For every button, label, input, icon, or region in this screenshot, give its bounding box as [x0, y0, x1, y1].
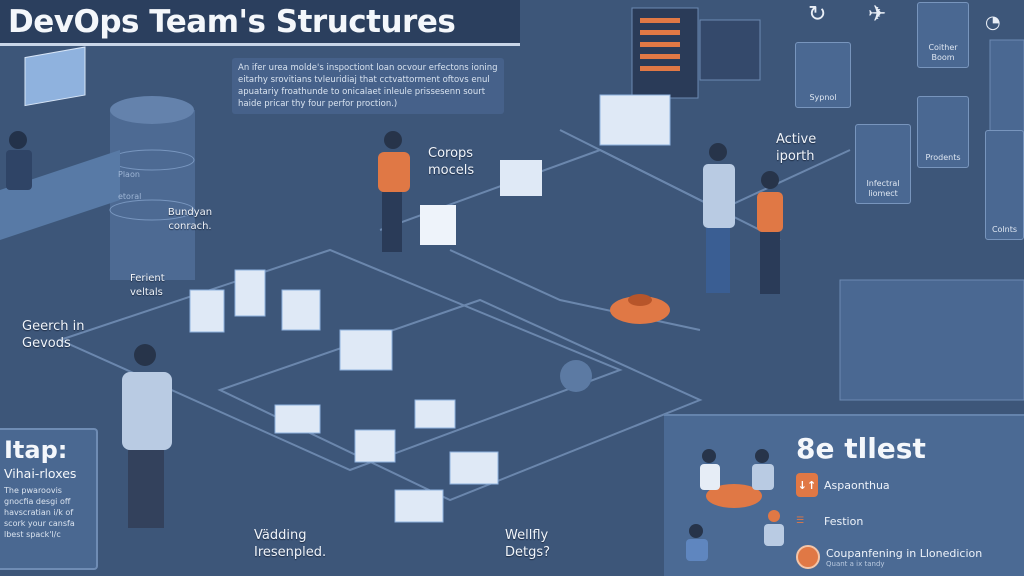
intro-text: An ifer urea molde's inspoctiont loan oc…: [232, 58, 504, 114]
pie-icon: [796, 545, 820, 569]
team-meeting-illustration: [686, 449, 784, 561]
tile-label: Sypnol: [809, 93, 837, 102]
panel-text: The pwaroovis gnocfia desgi off havscrat…: [4, 486, 75, 539]
tile-coither-boom: Coither Boom: [917, 2, 969, 68]
tile-infectral: Infectral liomect: [855, 124, 911, 204]
item-label: Coupanfening in Llonedicion: [826, 546, 983, 560]
item-label: Festion: [824, 514, 864, 528]
list-icon: ☰: [796, 516, 805, 526]
person-bottom-left: [122, 344, 172, 528]
label-wellfly: Wellfly Detgs?: [505, 528, 551, 560]
arrows-icon: ↓↑: [796, 473, 818, 497]
refresh-icon: ↻: [808, 2, 827, 27]
person-center-top: [378, 131, 410, 252]
label-bundyan: Bundyan conrach.: [167, 207, 213, 232]
server-label-mid: etoral: [118, 192, 142, 201]
tiles-on-grid: [189, 269, 499, 523]
panel-subheading: Vihai-rloxes: [4, 466, 77, 481]
label-ferient: Ferient veltals: [130, 273, 165, 298]
clock-icon: ◔: [985, 12, 1001, 33]
label-corops: Corops mocels: [428, 146, 475, 178]
monitor-screens: [420, 7, 761, 245]
tile-prodents: Prodents: [917, 96, 969, 168]
tile-label: Coither Boom: [928, 43, 958, 62]
tile-label: Colnts: [991, 225, 1018, 234]
panel-heading: 8e tllest: [796, 432, 926, 465]
item-label: Aspaonthua: [824, 478, 890, 492]
tile-label: Infectral liomect: [866, 179, 900, 198]
info-panel-right: 8e tllest ↓↑ Aspaonthua ☰ Festion Coupanfe…: [664, 414, 1024, 576]
tile-label: Prodents: [925, 153, 961, 162]
page-title: DevOps Team's Structures: [8, 4, 456, 40]
label-vadding: Vädding Iresenpled.: [254, 528, 327, 560]
people-pair: [703, 143, 783, 294]
server-label-top: Plaon: [118, 170, 140, 179]
twitter-bird-icon: ✈: [868, 2, 887, 27]
gear: [610, 294, 670, 324]
label-active: Active iporth: [776, 132, 817, 164]
label-geerch: Geerch in Gevods: [22, 319, 85, 351]
item-sublabel: Quant a ix tandy: [826, 559, 885, 568]
desk-left: [0, 46, 120, 240]
list-item: ☰ Festion: [796, 508, 1018, 534]
server-rack: [109, 96, 195, 280]
tile-sypnol: Sypnol: [795, 42, 851, 108]
title-bar: [0, 0, 520, 46]
info-panel-left: Itap: Vihai-rloxes The pwaroovis gnocfia…: [0, 428, 98, 570]
tile-colnts: Colnts: [985, 130, 1024, 240]
list-item: ↓↑ Aspaonthua: [796, 472, 1018, 498]
panel-heading: Itap:: [4, 436, 68, 464]
